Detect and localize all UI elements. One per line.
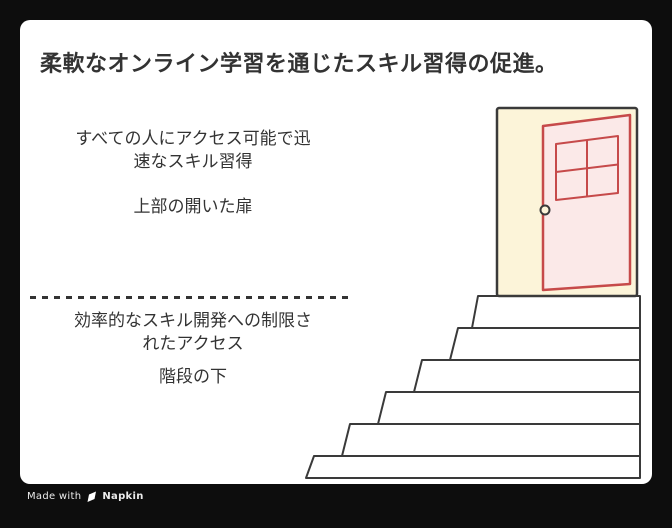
door-window: [555, 135, 619, 201]
door-panel: [541, 113, 632, 292]
upper-description-line1: すべての人にアクセス可能で迅: [75, 129, 311, 149]
watermark-brand: Napkin: [102, 491, 144, 502]
upper-description: すべての人にアクセス可能で迅 速なスキル習得: [28, 128, 358, 174]
watermark: Made with Napkin: [27, 490, 144, 503]
open-door-illustration: [495, 106, 639, 298]
pen-icon: [87, 491, 97, 502]
upper-description-line2: 速なスキル習得: [133, 152, 253, 172]
dashed-divider: [30, 296, 348, 299]
lower-description-line2: れたアクセス: [142, 334, 244, 354]
lower-label: 階段の下: [159, 367, 227, 387]
watermark-made-with: Made with: [27, 491, 82, 502]
staircase-illustration: [305, 295, 641, 479]
lower-description-line1: 効率的なスキル開発への制限さ: [74, 311, 312, 331]
upper-label: 上部の開いた扉: [133, 197, 253, 217]
stairs-door-illustration: [305, 106, 641, 479]
door-knob: [539, 204, 551, 216]
lower-description: 効率的なスキル開発への制限さ れたアクセス: [28, 310, 358, 356]
diagram-title: 柔軟なオンライン学習を通じたスキル習得の促進。: [40, 52, 558, 77]
diagram-canvas: 柔軟なオンライン学習を通じたスキル習得の促進。 すべての人にアクセス可能で迅 速…: [20, 20, 652, 484]
